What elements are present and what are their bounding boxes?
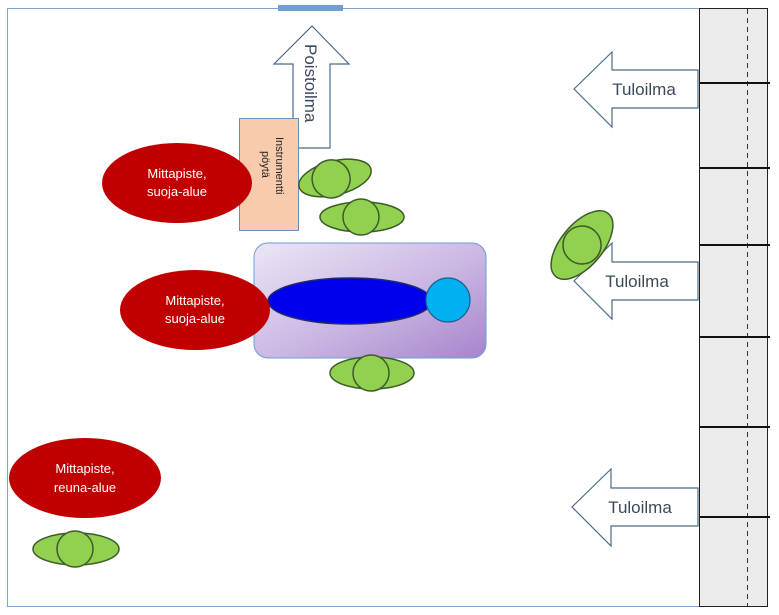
measurement-point-label-2b: suoja-alue [165,311,225,326]
measurement-point-label-3b: reuna-alue [54,480,116,495]
measurement-point-label-1b: suoja-alue [147,184,207,199]
measurement-point-label-1a: Mittapiste, [147,166,206,181]
patient-body [267,277,433,325]
supply-air-wall [699,8,770,607]
instrument-table-label-1: Instrumentti [273,137,285,194]
exhaust-vent [278,5,343,11]
staff-member-5 [32,530,120,568]
instrument-table-label-2: pöytä [259,151,271,179]
supply-air-arrow-2: Tuloilma [573,241,699,321]
arrow-left-icon [571,467,699,548]
measurement-point-label-2a: Mittapiste, [165,293,224,308]
measurement-point-label-3a: Mittapiste, [55,461,114,476]
staff-member-3 [329,354,415,392]
arrow-up-icon [272,25,351,149]
measurement-point-1: Mittapiste, suoja-alue [102,143,252,223]
measurement-point-2: Mittapiste, suoja-alue [120,270,270,350]
supply-air-label-2: Tuloilma [605,272,669,291]
supply-air-arrow-3: Tuloilma [571,467,699,548]
supply-air-arrow-1: Tuloilma [573,50,699,129]
supply-air-label-1: Tuloilma [612,80,676,99]
exhaust-air-label: Poistoilma [301,44,320,123]
staff-member-4 [550,210,614,280]
exhaust-air-arrow: Poistoilma [272,25,351,149]
patient-head [425,277,471,323]
arrow-left-icon [573,50,699,129]
staff-member-2 [319,198,405,236]
arrow-left-icon [573,241,699,321]
measurement-point-3: Mittapiste, reuna-alue [9,438,161,518]
supply-air-label-3: Tuloilma [608,498,672,517]
operating-table [253,242,487,359]
staff-member-1 [298,158,372,199]
